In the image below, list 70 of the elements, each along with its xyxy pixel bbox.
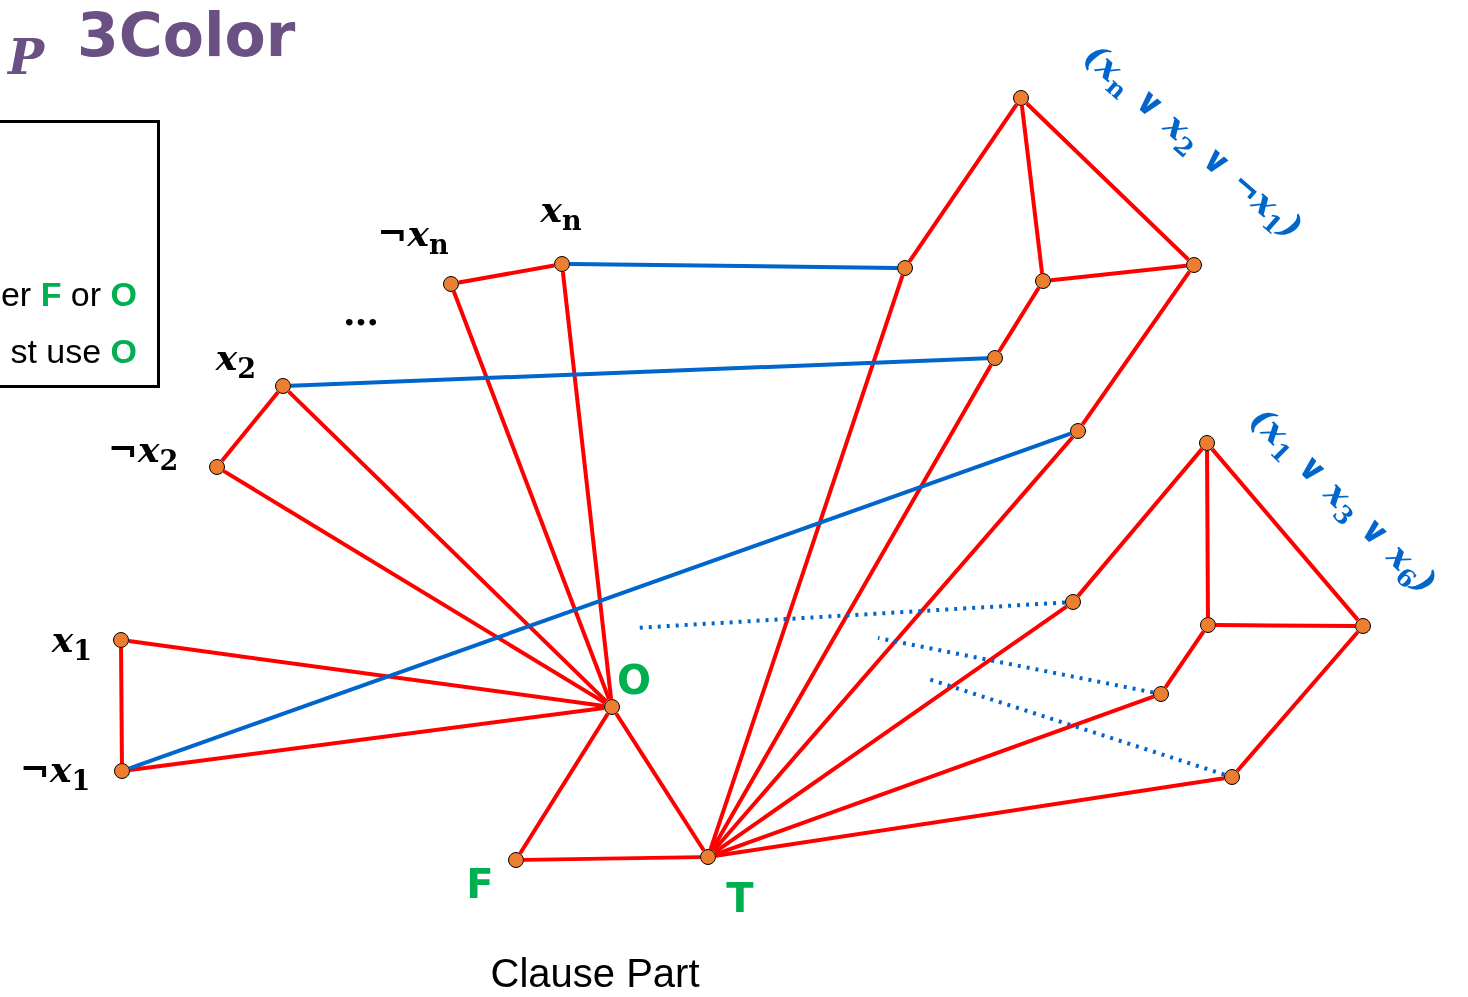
graph-edge	[1210, 447, 1360, 622]
graph-edge	[1025, 102, 1190, 261]
graph-edge	[614, 712, 706, 852]
vertex-dot	[113, 632, 129, 648]
vertex-dot	[554, 256, 570, 272]
graph-edge	[1019, 105, 1045, 274]
dotted-line	[877, 636, 1154, 695]
graph-edge	[1076, 447, 1204, 598]
graph-edge	[713, 604, 1068, 855]
graph-edge	[458, 263, 555, 285]
graph-edge	[714, 694, 1155, 857]
vertex-label: O	[617, 657, 651, 703]
graph-edge	[1050, 263, 1187, 283]
legend-card	[0, 120, 160, 388]
vertex-label: x$_{2}$	[215, 335, 257, 385]
title: $_{P}$ 3Color	[8, 0, 296, 85]
vertex-dot	[1355, 618, 1371, 634]
vertex-label: T	[726, 875, 754, 921]
vertex-dot	[604, 699, 620, 715]
vertex-dot	[508, 852, 524, 868]
graph-edge	[287, 390, 608, 703]
vertex-dot	[275, 378, 291, 394]
vertex-dot	[897, 260, 913, 276]
graph-edge	[523, 855, 701, 862]
vertex-label: x$_{n}$	[540, 187, 582, 237]
vertex-label: ¬x$_{2}$	[107, 427, 179, 477]
graph-edge	[997, 286, 1041, 353]
ellipsis: …	[343, 291, 379, 333]
graph-edge	[1205, 451, 1210, 617]
vertex-dot	[987, 350, 1003, 366]
vertex-dot	[209, 459, 225, 475]
graph-edge	[220, 390, 280, 463]
graph-edge	[708, 274, 905, 851]
graph-edge	[222, 469, 607, 705]
graph-edge	[715, 776, 1225, 858]
legend-text: st use O	[10, 332, 137, 371]
graph-edge	[518, 712, 610, 855]
vertex-label: ¬x$_{n}$	[377, 211, 449, 261]
vertex-label: ¬x$_{1}$	[19, 747, 91, 797]
graph-edge	[290, 356, 988, 388]
graph-edge	[1216, 623, 1355, 628]
vertex-dot	[1199, 435, 1215, 451]
graph-edge	[129, 706, 605, 772]
vertex-dot	[114, 763, 130, 779]
caption-text: Clause Part	[490, 950, 700, 996]
legend-text: er F or O	[0, 275, 137, 314]
graph-edge	[1080, 270, 1192, 426]
vertex-dot	[1186, 257, 1202, 273]
vertex-dot	[1065, 594, 1081, 610]
vertex-label: x$_{1}$	[51, 617, 93, 667]
vertex-dot	[1224, 769, 1240, 785]
graph-edge	[128, 431, 1072, 771]
vertex-dot	[1013, 90, 1029, 106]
vertex-dot	[1200, 617, 1216, 633]
graph-edge	[128, 639, 605, 708]
graph-edge	[452, 290, 611, 701]
graph-edge	[907, 103, 1019, 263]
vertex-dot	[1070, 423, 1086, 439]
vertex-dot	[443, 276, 459, 292]
vertex-label: F	[466, 861, 494, 907]
vertex-dot	[700, 849, 716, 865]
graph-edge	[1163, 630, 1206, 689]
graph-edge	[1235, 630, 1360, 773]
graph-edge	[710, 363, 993, 852]
graph-edge	[119, 648, 124, 763]
graph-edge	[560, 271, 614, 700]
vertex-dot	[1153, 686, 1169, 702]
vertex-dot	[1035, 273, 1051, 289]
graph-edge	[711, 435, 1075, 853]
graph-edge	[569, 262, 898, 270]
